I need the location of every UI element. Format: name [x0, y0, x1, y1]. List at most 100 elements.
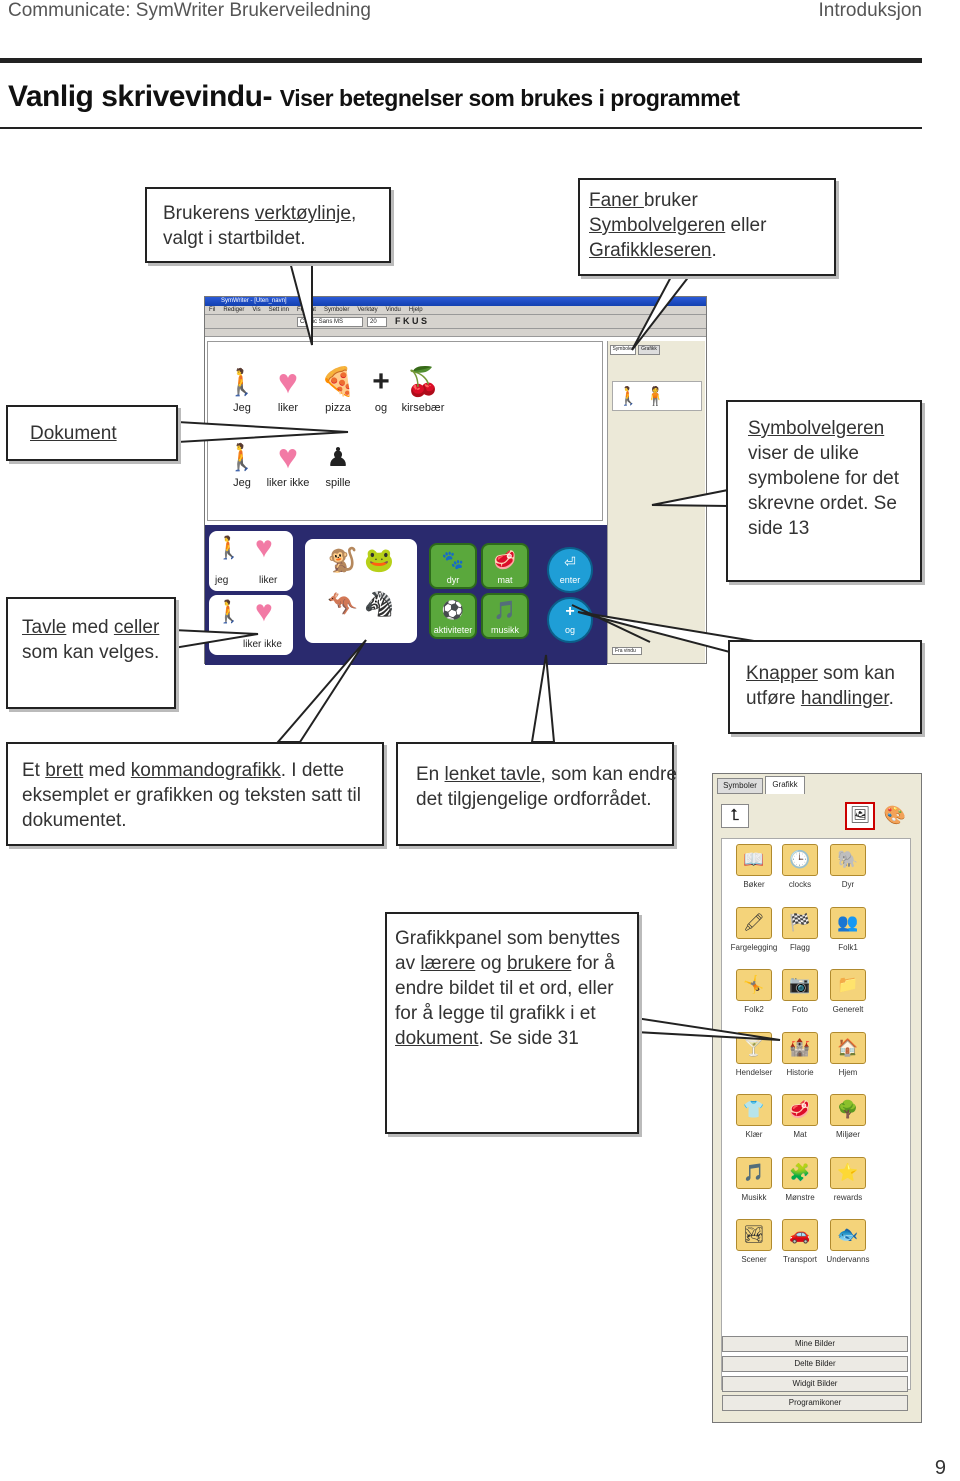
- symbol-liker: ♥liker: [277, 363, 299, 414]
- folder-icon: 🚗: [782, 1219, 818, 1251]
- folder-2-2[interactable]: 📁 Generelt: [818, 969, 878, 1014]
- app-toolbar-2: [205, 329, 706, 337]
- folder-5-1[interactable]: 🧩Mønstre: [770, 1156, 830, 1202]
- cell-dyr[interactable]: 🐾dyr: [429, 543, 477, 589]
- title-rule: [0, 127, 922, 129]
- app-tab-symboler[interactable]: Symboler: [610, 345, 636, 355]
- panel-paint-icon[interactable]: 🎨: [883, 805, 907, 825]
- panel-tab-symboler[interactable]: Symboler: [717, 778, 763, 794]
- menu-fil[interactable]: Fil: [209, 307, 216, 313]
- folder-icon: 🎵: [736, 1156, 772, 1189]
- folder-icon: 🍸: [736, 1031, 772, 1064]
- symbol-jeg-2: 🚶Jeg: [225, 442, 259, 489]
- folder-label: Folk2: [744, 1005, 764, 1014]
- cell-label-liker: liker: [259, 575, 278, 586]
- grid-cell-jeg-liker[interactable]: 🚶 ♥ jeg liker: [209, 531, 293, 591]
- menu-vis[interactable]: Vis: [252, 307, 261, 313]
- panel-button-delte-bilder[interactable]: Delte Bilder: [722, 1356, 908, 1372]
- cell-aktiviteter[interactable]: ⚽aktiviteter: [429, 593, 477, 639]
- panel-button-programikoner[interactable]: Programikoner: [722, 1395, 908, 1411]
- app-toolbar: Comic Sans MS 20 F K U S: [205, 315, 706, 329]
- panel-tab-grafikk[interactable]: Grafikk: [765, 776, 805, 794]
- folder-icon: 🕒: [782, 844, 818, 876]
- folder-label: Dyr: [841, 880, 855, 889]
- callout-linked: En lenket tavle, som kan endre det tilgj…: [396, 742, 677, 846]
- folder-icon: 📷: [782, 969, 818, 1001]
- app-tab-grafikk[interactable]: Grafikk: [638, 345, 660, 355]
- header-rule: [0, 58, 922, 63]
- menu-hjelp[interactable]: Hjelp: [408, 307, 423, 313]
- folder-icon: 📁: [830, 969, 866, 1001]
- menu-sett-inn[interactable]: Sett inn: [268, 307, 289, 313]
- header-right: Introduksjon: [818, 0, 922, 21]
- folder-label: Klær: [745, 1130, 763, 1139]
- symbol-liker-ikke: ♥liker ikke: [266, 438, 310, 489]
- folder-icon: ⭐: [830, 1156, 866, 1189]
- folder-4-1[interactable]: 🥩 Mat: [770, 1094, 830, 1139]
- folder-4-0[interactable]: 👕 Klær: [724, 1094, 784, 1139]
- panel-picture-icon[interactable]: 🖼: [845, 802, 875, 830]
- folder-2-0[interactable]: 🤸 Folk2: [724, 969, 784, 1014]
- folder-icon: 🤸: [736, 969, 772, 1001]
- cell-mat[interactable]: 🥩mat: [481, 543, 529, 589]
- folder-6-0[interactable]: 🏞 Scener: [724, 1219, 784, 1264]
- header-left: Communicate: SymWriter Brukerveiledning: [8, 0, 371, 21]
- callout-document: Dokument: [6, 405, 178, 461]
- menu-vindu[interactable]: Vindu: [385, 307, 401, 313]
- folder-6-2[interactable]: 🐟Undervanns: [818, 1219, 878, 1264]
- folder-0-2[interactable]: 🐘 Dyr: [818, 844, 878, 889]
- folder-5-0[interactable]: 🎵Musikk: [724, 1156, 784, 1202]
- symbol-kirsebaer: 🍒kirsebær: [401, 366, 445, 414]
- folder-label: Scener: [741, 1255, 767, 1264]
- panel-button-mine-bilder[interactable]: Mine Bilder: [722, 1336, 908, 1352]
- folder-1-1[interactable]: 🏁Flagg: [770, 906, 830, 952]
- folder-label: Generelt: [832, 1005, 864, 1014]
- panel-button-widgit-bilder[interactable]: Widgit Bilder: [722, 1376, 908, 1392]
- menu-rediger[interactable]: Rediger: [223, 307, 245, 313]
- title-sub: Viser betegnelser som brukes i programme…: [279, 85, 740, 111]
- folder-label: Miljøer: [836, 1130, 860, 1139]
- cell-label-liker-ikke: liker ikke: [243, 639, 282, 650]
- button-enter[interactable]: ⏎enter: [547, 547, 593, 593]
- cell-musikk[interactable]: 🎵musikk: [481, 593, 529, 639]
- folder-label: Mønstre: [785, 1192, 815, 1202]
- callout-toolbar: Brukerens verktøylinje, valgt i startbil…: [145, 187, 391, 263]
- folder-icon: 🐘: [830, 844, 866, 876]
- size-select[interactable]: 20: [367, 317, 387, 327]
- folder-2-1[interactable]: 📷Foto: [770, 969, 830, 1014]
- document-area[interactable]: 🚶Jeg ♥liker 🍕pizza +og 🍒kirsebær 🚶Jeg ♥l…: [207, 341, 603, 521]
- menu-format[interactable]: Format: [296, 307, 316, 313]
- symbol-options[interactable]: 🚶 🧍: [612, 381, 702, 411]
- folder-0-1[interactable]: 🕒clocks: [770, 844, 830, 889]
- symbol-pizza: 🍕pizza: [320, 366, 356, 414]
- folder-icon: 👕: [736, 1094, 772, 1126]
- folder-label: Folk1: [838, 942, 858, 952]
- format-buttons[interactable]: F K U S: [395, 316, 428, 326]
- menu-verktoy[interactable]: Verktøy: [357, 307, 378, 313]
- folder-0-0[interactable]: 📖Bøker: [724, 844, 784, 889]
- folder-4-2[interactable]: 🌳Miljøer: [818, 1094, 878, 1139]
- app-side-panel: Symboler Grafikk 🚶 🧍 Fra vindu: [607, 341, 705, 663]
- folder-3-2[interactable]: 🏠Hjem: [818, 1031, 878, 1077]
- app-status-field: Fra vindu: [612, 647, 642, 655]
- folder-5-2[interactable]: ⭐rewards: [818, 1156, 878, 1202]
- folder-label: Mat: [793, 1130, 807, 1139]
- symbol-og: +og: [372, 365, 390, 414]
- folder-icon: 🥩: [782, 1094, 818, 1126]
- folder-icon: 🏁: [782, 906, 818, 939]
- panel-up-icon[interactable]: ⮤: [721, 804, 749, 828]
- button-og[interactable]: +og: [547, 597, 593, 643]
- menu-symboler[interactable]: Symboler: [323, 307, 350, 313]
- folder-1-0[interactable]: 🖍Fargelegging: [724, 906, 784, 952]
- folder-label: Hendelser: [735, 1067, 773, 1077]
- folder-label: Fargelegging: [730, 942, 778, 952]
- folder-3-1[interactable]: 🏰Historie: [770, 1031, 830, 1077]
- folder-6-1[interactable]: 🚗Transport: [770, 1219, 830, 1264]
- folder-1-2[interactable]: 👥 Folk1: [818, 906, 878, 952]
- app-titlebar: SymWriter - [Uten_navn]: [205, 297, 706, 306]
- font-select[interactable]: Comic Sans MS: [297, 317, 363, 327]
- animal-cell[interactable]: 🐒 🐸🦘 🦓: [305, 539, 417, 643]
- grid-cell-liker-ikke[interactable]: 🚶 ♥ liker ikke: [209, 595, 293, 655]
- folder-icon: 👥: [830, 906, 866, 939]
- folder-icon: 🏞: [736, 1219, 772, 1251]
